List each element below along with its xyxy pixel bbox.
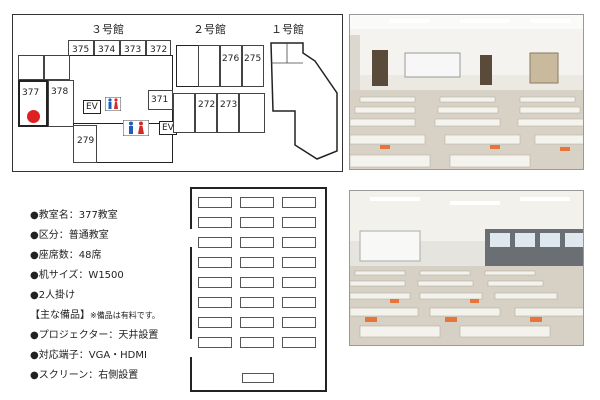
lectern <box>242 373 274 383</box>
restroom-icon <box>105 97 121 111</box>
desk <box>198 217 232 228</box>
desk <box>282 237 316 248</box>
desk <box>198 337 232 348</box>
current-room-marker <box>27 110 40 123</box>
desk <box>240 217 274 228</box>
desk <box>282 317 316 328</box>
desk <box>282 257 316 268</box>
equipment-heading-text: 【主な備品】 <box>30 310 90 321</box>
room-2-c <box>239 93 265 133</box>
desk <box>282 217 316 228</box>
desk <box>198 317 232 328</box>
room-name: ●教室名：377教室 <box>30 210 118 221</box>
room-272: 272 <box>195 93 217 133</box>
desk <box>282 337 316 348</box>
building-1-label: １号館 <box>271 23 304 36</box>
desk-capacity: ●2人掛け <box>30 290 76 301</box>
desk <box>282 197 316 208</box>
desk <box>240 197 274 208</box>
desk <box>240 317 274 328</box>
desk <box>198 277 232 288</box>
desk <box>240 237 274 248</box>
room-273: 273 <box>217 93 239 133</box>
building-2-label: ２号館 <box>193 23 226 36</box>
restroom-icon-lower <box>123 120 149 136</box>
desk <box>240 337 274 348</box>
seat-layout-diagram <box>189 187 327 392</box>
room-279: 279 <box>73 125 97 163</box>
desk <box>198 237 232 248</box>
desk <box>282 297 316 308</box>
classroom-photo-front <box>349 14 584 170</box>
desk <box>240 277 274 288</box>
door-gap <box>189 229 193 247</box>
room-377: 377 <box>18 80 48 127</box>
equipment-note: ※備品は有料です。 <box>90 311 160 320</box>
room-info-list: ●教室名：377教室 ●区分：普通教室 ●座席数：48席 ●机サイズ：W1500… <box>30 200 210 381</box>
room-2-a <box>198 45 220 87</box>
desk <box>240 297 274 308</box>
room-275: 275 <box>242 45 264 87</box>
equipment-heading: 【主な備品】※備品は有料です。 <box>30 306 160 321</box>
projector-info: ●プロジェクター：天井設置 <box>30 330 159 341</box>
classroom-photo-side <box>349 190 584 346</box>
screen-info: ●スクリーン：右側設置 <box>30 370 139 381</box>
desk <box>240 257 274 268</box>
desk <box>282 277 316 288</box>
desk <box>198 197 232 208</box>
room-small-b <box>44 55 70 80</box>
building-3-label: ３号館 <box>91 23 124 36</box>
room-small-a <box>18 55 44 80</box>
desk-size: ●机サイズ：W1500 <box>30 270 124 281</box>
building-1-outline <box>270 42 338 160</box>
room-276: 276 <box>220 45 242 87</box>
terminal-info: ●対応端子：VGA・HDMI <box>30 350 147 361</box>
door-gap <box>189 339 193 357</box>
desk <box>198 297 232 308</box>
room-378: 378 <box>48 80 74 127</box>
desk <box>198 257 232 268</box>
elevator-label-top: EV <box>83 100 101 114</box>
seat-count: ●座席数：48席 <box>30 250 102 261</box>
building-map: ３号館 ２号館 １号館 375 374 373 372 377 378 EV 3… <box>12 14 343 172</box>
room-category: ●区分：普通教室 <box>30 230 109 241</box>
room-2-b <box>173 93 195 133</box>
room-371: 371 <box>148 90 173 110</box>
